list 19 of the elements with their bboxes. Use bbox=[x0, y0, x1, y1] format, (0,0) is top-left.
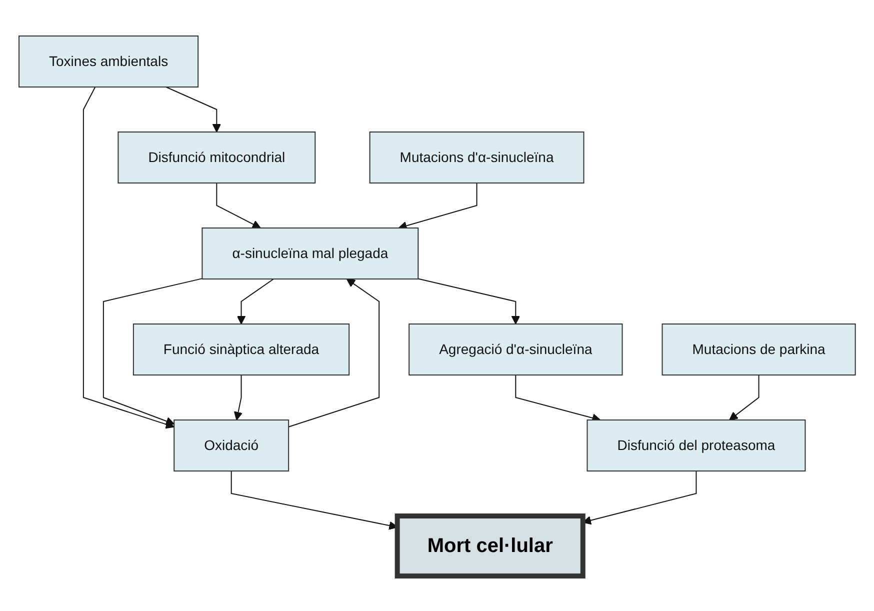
arrow bbox=[417, 278, 520, 324]
arrow bbox=[288, 278, 380, 427]
arrow bbox=[216, 182, 261, 228]
node-box: Agregació d'α-sinucleïna bbox=[408, 323, 623, 375]
arrow bbox=[82, 86, 174, 428]
node-box: Mutacions d'α-sinucleïna bbox=[369, 131, 584, 183]
node-box: α-sinucleïna mal plegada bbox=[202, 227, 418, 279]
node-box: Funció sinàptica alterada bbox=[132, 323, 350, 375]
node-box: Disfunció mitocondrial bbox=[118, 131, 316, 183]
node-box: Oxidació bbox=[173, 419, 289, 471]
arrow bbox=[102, 278, 203, 425]
arrow bbox=[728, 374, 760, 420]
node-box: Disfunció del proteasoma bbox=[586, 419, 806, 471]
arrow bbox=[234, 374, 242, 420]
arrow bbox=[236, 278, 274, 324]
arrow bbox=[165, 86, 221, 132]
node-box: Mutacions de parkina bbox=[662, 323, 856, 375]
node-box: Mort cel·lular bbox=[394, 512, 586, 578]
node-box: Toxines ambientals bbox=[18, 35, 198, 87]
